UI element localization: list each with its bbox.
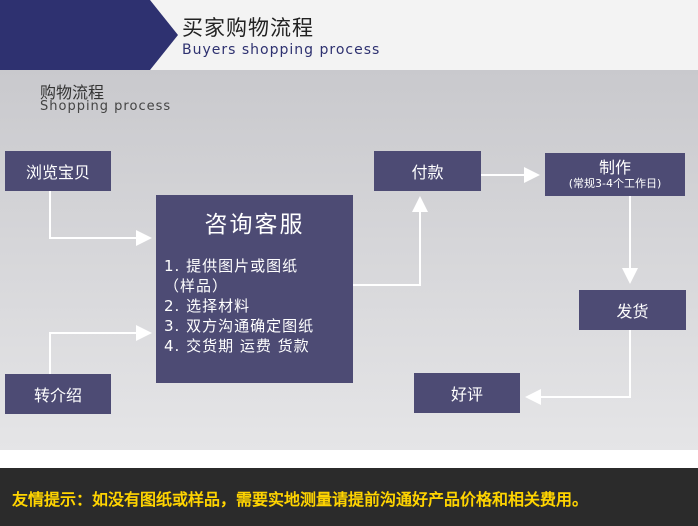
footer-bar [0, 468, 698, 526]
header-chevron-shape [150, 0, 178, 70]
step-browse-label: 浏览宝贝 [25, 163, 90, 182]
consult-item: 1. 提供图片或图纸 [164, 257, 299, 275]
step-shipping: 发货 [579, 290, 686, 330]
page-title: 买家购物流程 [182, 16, 314, 40]
section-title: 购物流程 [40, 83, 105, 102]
step-production: 制作 (常规3-4个工作日) [545, 153, 685, 196]
step-consult-title: 咨询客服 [204, 212, 305, 238]
consult-item: 2. 选择材料 [164, 297, 251, 315]
consult-item: 3. 双方沟通确定图纸 [164, 317, 315, 335]
step-payment-label: 付款 [411, 163, 444, 182]
step-referral: 转介绍 [5, 374, 111, 414]
step-production-label: 制作 [598, 157, 631, 177]
step-production-note: (常规3-4个工作日) [568, 176, 662, 190]
consult-item: 4. 交货期 运费 货款 [164, 337, 310, 355]
consult-item-list: 1. 提供图片或图纸 （样品） 2. 选择材料 3. 双方沟通确定图纸 4. 交… [164, 256, 314, 356]
header-navy-block [0, 0, 150, 70]
consult-item: （样品） [164, 277, 229, 295]
step-browse: 浏览宝贝 [5, 151, 111, 191]
step-review-label: 好评 [450, 385, 483, 404]
page-subtitle: Buyers shopping process [182, 42, 381, 58]
footer-tip: 友情提示：如没有图纸或样品，需要实地测量请提前沟通好产品价格和相关费用。 [12, 490, 589, 509]
step-review: 好评 [414, 373, 520, 413]
step-shipping-label: 发货 [616, 302, 649, 321]
step-referral-label: 转介绍 [33, 386, 82, 405]
section-subtitle: Shopping process [40, 99, 172, 114]
step-payment: 付款 [374, 151, 481, 191]
step-consult: 咨询客服 1. 提供图片或图纸 （样品） 2. 选择材料 3. 双方沟通确定图纸… [156, 195, 353, 383]
